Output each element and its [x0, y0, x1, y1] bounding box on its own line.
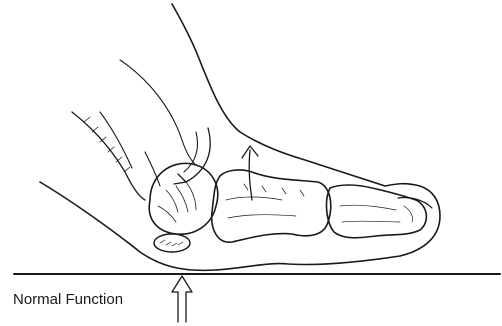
proximal-phalanx-texture: [226, 184, 304, 218]
joint-motion-arrow-tail: [184, 132, 198, 172]
ankle-contour-inner: [120, 60, 196, 165]
metatarsal-texture: [158, 182, 196, 222]
joint-motion-arrow: [186, 128, 210, 182]
shadow-hatch: [84, 117, 130, 172]
toenail: [398, 197, 432, 208]
proximal-phalanx: [212, 170, 331, 242]
distal-phalanx-texture: [340, 205, 413, 222]
sesamoid-bone: [154, 234, 190, 252]
tendon-line-1: [100, 112, 132, 168]
sesamoid-texture: [160, 240, 183, 246]
phalanx-motion-arrow: [249, 150, 252, 200]
distal-phalanx: [327, 185, 427, 238]
ground-reaction-arrow: [172, 276, 192, 322]
tendon-line-2: [145, 152, 160, 186]
diagram-caption: Normal Function: [13, 291, 123, 308]
joint-motion-arrowhead: [174, 174, 186, 184]
